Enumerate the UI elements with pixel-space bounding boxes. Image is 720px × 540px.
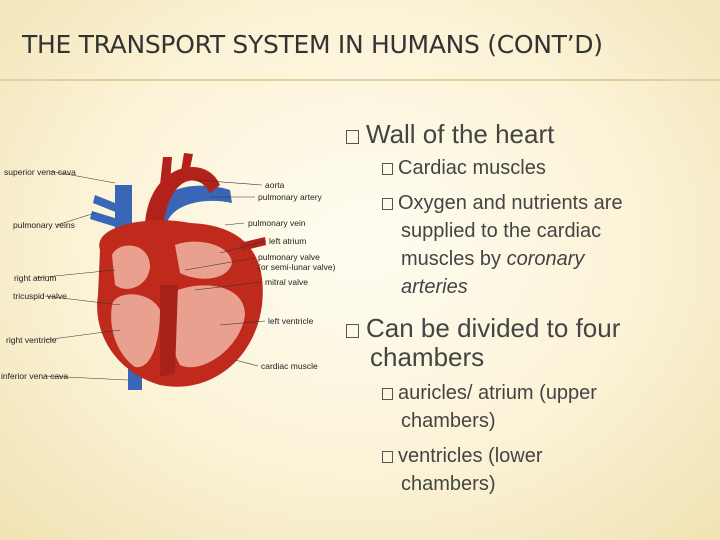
subbullet-ventricles-line2: chambers): [401, 473, 496, 495]
label-right-atrium: right atrium: [14, 273, 57, 283]
subbullet-ventricles: ventricles (lower: [382, 445, 542, 468]
bullet-box-icon: [382, 163, 393, 175]
aorta-branches: [160, 153, 193, 185]
bullet-box-icon: [382, 451, 393, 463]
bullet-wall-label: Wall of the heart: [366, 119, 555, 149]
bullet-box-icon: [382, 388, 393, 400]
label-aorta: aorta: [265, 180, 285, 190]
label-left-ventricle: left ventricle: [268, 316, 314, 326]
label-semilunar-valve: (or semi-lunar valve): [258, 262, 336, 272]
bullet-chambers: Can be divided to four: [346, 313, 620, 344]
label-right-ventricle: right ventricle: [6, 335, 57, 345]
bullet-wall: Wall of the heart: [346, 119, 554, 150]
subbullet-oxygen-nutrients: Oxygen and nutrients are: [382, 192, 623, 215]
label-superior-vena-cava: superior vena cava: [4, 167, 76, 177]
subbullet-cardiac-muscles: Cardiac muscles: [382, 157, 546, 180]
heart-diagram: superior vena cava pulmonary veins right…: [1, 153, 336, 390]
pulmonary-veins-left: [240, 237, 266, 251]
label-pulmonary-veins: pulmonary veins: [13, 220, 75, 230]
bullet-box-icon: [382, 198, 393, 210]
label-cardiac-muscle: cardiac muscle: [261, 361, 318, 371]
subbullet-oxygen-line2: supplied to the cardiac: [401, 220, 602, 242]
pulmonary-veins-right: [90, 195, 120, 227]
bullet-chambers-line2: chambers: [370, 342, 485, 372]
subbullet-oxygen-line3: muscles by coronary: [401, 248, 585, 270]
subbullet-auricles-line2: chambers): [401, 410, 496, 432]
right-ventricle-chamber: [111, 294, 160, 368]
label-left-atrium: left atrium: [269, 236, 306, 246]
label-pulmonary-valve: pulmonary valve: [258, 252, 320, 262]
subbullet-oxygen-line4: arteries: [401, 276, 468, 298]
label-tricuspid-valve: tricuspid valve: [13, 291, 67, 301]
label-mitral-valve: mitral valve: [265, 277, 308, 287]
label-inferior-vena-cava: inferior vena cava: [1, 371, 68, 381]
label-pulmonary-vein: pulmonary vein: [248, 218, 306, 228]
bullet-box-icon: [346, 130, 359, 144]
title-divider: [0, 79, 720, 81]
slide-title: THE TRANSPORT SYSTEM IN HUMANS (CONT’D): [22, 30, 603, 59]
right-atrium-chamber: [112, 245, 150, 289]
label-pulmonary-artery: pulmonary artery: [258, 192, 323, 202]
left-ventricle-chamber: [170, 285, 245, 368]
septum: [160, 285, 178, 377]
bullet-box-icon: [346, 324, 359, 338]
subbullet-auricles: auricles/ atrium (upper: [382, 382, 597, 405]
